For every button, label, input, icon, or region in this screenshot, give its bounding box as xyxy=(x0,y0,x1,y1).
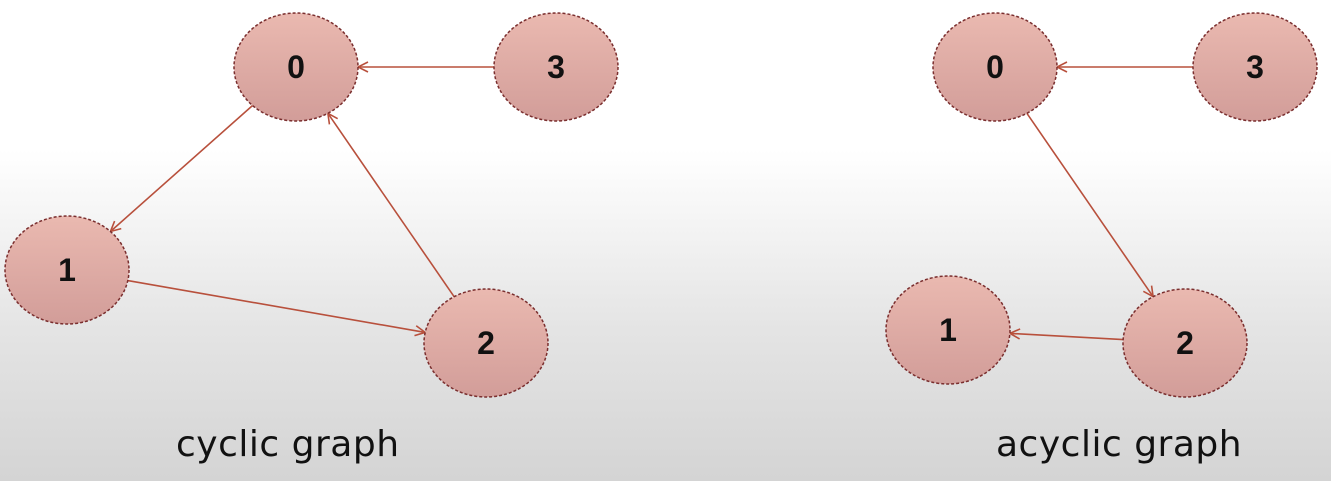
acyclic-node-2-label: 2 xyxy=(1176,325,1194,361)
cyclic-node-2-label: 2 xyxy=(477,325,495,361)
acyclic-node-0-label: 0 xyxy=(986,49,1004,85)
acyclic-node-3-label: 3 xyxy=(1246,49,1264,85)
cyclic-node-0-label: 0 xyxy=(287,49,305,85)
acyclic-edge-2-to-1 xyxy=(1010,333,1124,341)
acyclic-node-0-shape xyxy=(932,12,1058,122)
cyclic-node-1: 1 xyxy=(4,215,130,325)
cyclic-node-3: 3 xyxy=(493,12,619,122)
cyclic-edge-0-to-1 xyxy=(110,104,254,232)
cyclic-node-2: 2 xyxy=(423,288,549,398)
cyclic-edge-1-to-2 xyxy=(127,279,425,333)
cyclic-node-1-label: 1 xyxy=(58,252,76,288)
acyclic-node-2: 2 xyxy=(1122,288,1248,398)
cyclic-node-3-shape xyxy=(493,12,619,122)
acyclic-node-3-shape xyxy=(1192,12,1318,122)
acyclic-node-1-label: 1 xyxy=(939,312,957,348)
cyclic-edge-2-to-0 xyxy=(328,113,455,298)
acyclic-node-0: 0 xyxy=(932,12,1058,122)
acyclic-graph-caption: acyclic graph xyxy=(996,424,1243,465)
cyclic-node-3-label: 3 xyxy=(547,49,565,85)
acyclic-edge-0-to-2 xyxy=(1026,112,1153,296)
acyclic-node-1-shape xyxy=(885,275,1011,385)
acyclic-node-2-shape xyxy=(1122,288,1248,398)
cyclic-node-0-shape xyxy=(233,12,359,122)
acyclic-node-1: 1 xyxy=(885,275,1011,385)
cyclic-node-2-shape xyxy=(423,288,549,398)
cyclic-node-0: 0 xyxy=(233,12,359,122)
acyclic-node-3: 3 xyxy=(1192,12,1318,122)
cyclic-node-1-shape xyxy=(4,215,130,325)
cyclic-graph-caption: cyclic graph xyxy=(176,424,400,465)
